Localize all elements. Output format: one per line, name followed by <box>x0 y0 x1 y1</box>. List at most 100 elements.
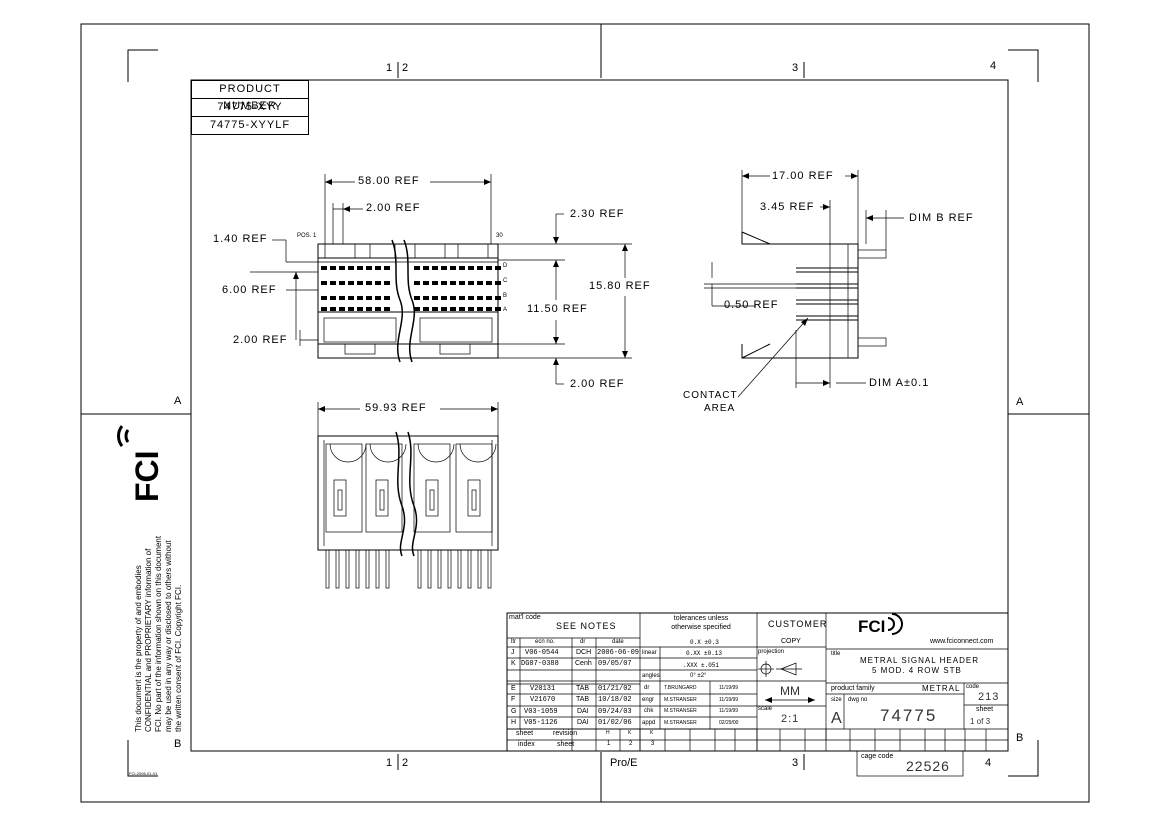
units-label: MM <box>780 684 800 698</box>
pin-hole <box>339 266 345 270</box>
product-number-item: 74775-XYYLF <box>209 119 291 131</box>
pin-hole <box>486 281 492 285</box>
sheet-row-val: K <box>628 730 632 736</box>
zone-bottom-2: 2 <box>402 757 409 769</box>
bottom-pin <box>447 549 452 589</box>
approval-date: 02/29/00 <box>719 720 739 726</box>
dim-b-label: DIM B REF <box>909 212 974 224</box>
dim-a-label: DIM A±0.1 <box>869 377 930 389</box>
index-row-val: sheet <box>557 741 575 748</box>
sheet-row-val: revision <box>553 730 578 737</box>
pin-hole <box>432 281 438 285</box>
rev-date: 01/02/06 <box>598 719 632 727</box>
angles-label: angles <box>642 673 660 679</box>
pin-hole <box>414 281 420 285</box>
customer-label: CUSTOMER <box>768 619 828 629</box>
bottom-pin <box>437 549 442 589</box>
sheet-value: 1 of 3 <box>970 717 991 726</box>
dim-top-offset: 2.30 REF <box>570 208 625 220</box>
rev-dr: Cenh <box>575 660 592 667</box>
pin-hole <box>330 307 336 311</box>
pin-hole <box>486 266 492 270</box>
pin-hole <box>477 307 483 311</box>
pin-hole <box>441 307 447 311</box>
pro-e-label: Pro/E <box>610 757 638 769</box>
pin-hole <box>357 307 363 311</box>
rev-dr: DAI <box>577 708 589 715</box>
pin-hole <box>366 296 372 300</box>
approval-role: chk <box>644 708 654 714</box>
pin-hole <box>450 307 456 311</box>
pin-hole <box>441 266 447 270</box>
cage-code-label: cage code <box>861 753 894 760</box>
fci-logo-small: FCI <box>858 613 903 636</box>
pin-hole <box>495 296 501 300</box>
product-family-label: product family <box>831 685 875 692</box>
rev-header-ecn: ecn no. <box>535 639 555 645</box>
pos-1-label: POS. 1 <box>297 233 317 239</box>
size-value: A <box>831 710 842 727</box>
rev-date: 10/18/02 <box>598 696 632 704</box>
index-row-val: 1 <box>607 741 611 747</box>
pin-hole <box>459 266 465 270</box>
bottom-pin <box>457 549 462 589</box>
bottom-view <box>317 402 499 589</box>
pin-hole <box>375 296 381 300</box>
approval-name: M.STRANSER <box>664 697 697 703</box>
pin-hole <box>486 296 492 300</box>
confidentiality-notice: This document is the property of and emb… <box>134 535 183 732</box>
bottom-pin <box>325 549 330 589</box>
title-label: title <box>831 651 841 657</box>
svg-text:FCI: FCI <box>858 617 885 636</box>
dim-height: 15.80 REF <box>589 280 651 292</box>
bottom-pin <box>345 549 350 589</box>
code-label: code <box>966 684 980 690</box>
tolerances-label: tolerances unless otherwise specified <box>671 615 731 631</box>
pin-hole <box>450 266 456 270</box>
pin-hole <box>468 307 474 311</box>
linear-label: linear <box>642 650 657 656</box>
index-row-label: index <box>518 741 535 748</box>
dim-bottom-pitch: 2.00 REF <box>233 334 288 346</box>
pin-hole <box>357 266 363 270</box>
product-number-header: PRODUCT NUMBER <box>192 81 308 112</box>
fci-logo-vertical: FCI <box>117 425 165 502</box>
copy-label: COPY <box>781 638 801 645</box>
pin-hole <box>384 266 390 270</box>
pin-hole <box>330 281 336 285</box>
zone-right-a: A <box>1016 396 1024 408</box>
pin-hole <box>432 266 438 270</box>
pin-hole <box>459 281 465 285</box>
zone-top-2: 2 <box>402 62 409 74</box>
pin-hole <box>375 281 381 285</box>
bottom-pin <box>335 549 340 589</box>
angles-tol: 0° ±2° <box>690 673 707 679</box>
pin-hole <box>339 307 345 311</box>
pin-hole <box>330 296 336 300</box>
zone-left-a: A <box>174 395 182 407</box>
rev-ecn: DG07-0388 <box>521 660 559 668</box>
svg-text:FCI: FCI <box>129 450 165 502</box>
zone-top-1: 1 <box>386 62 393 74</box>
sheet-label: sheet <box>976 706 994 713</box>
dim-gap: 0.50 REF <box>724 299 779 311</box>
pin-hole <box>495 266 501 270</box>
pin-hole <box>459 307 465 311</box>
pin-hole <box>423 281 429 285</box>
pin-hole <box>321 296 327 300</box>
rev-ltr: G <box>511 708 517 715</box>
pin-hole <box>321 307 327 311</box>
rev-dr: TAB <box>576 696 590 703</box>
bottom-pin <box>375 549 380 589</box>
website: www.fciconnect.com <box>930 638 994 645</box>
rev-header-ltr: ltr <box>511 639 516 645</box>
pin-hole <box>432 296 438 300</box>
rev-ecn: V20131 <box>530 685 556 693</box>
bottom-pin <box>427 549 432 589</box>
pin-hole <box>414 266 420 270</box>
rev-header-date: date <box>612 639 624 645</box>
pin-hole <box>339 296 345 300</box>
title-block-frame <box>506 612 1009 777</box>
approval-role: engr <box>642 697 655 703</box>
pin-hole <box>366 307 372 311</box>
